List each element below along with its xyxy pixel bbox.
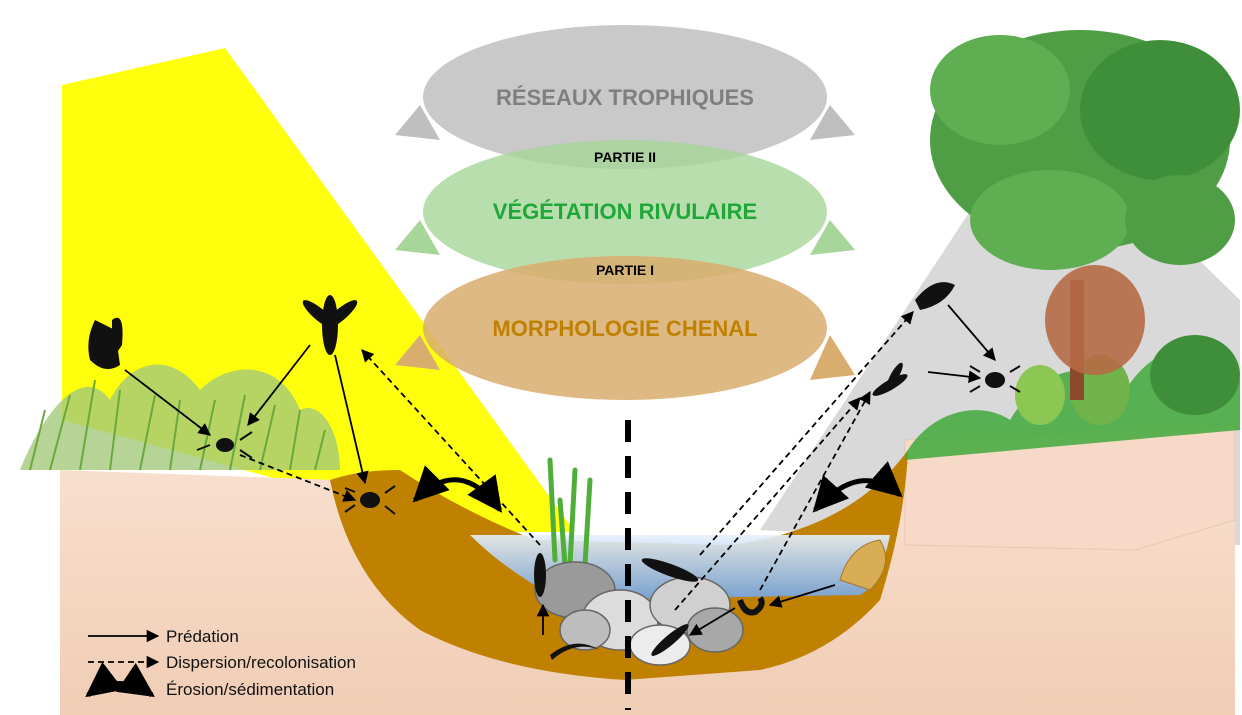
part-label-1: PARTIE I [596,262,654,278]
legend-dispersion: Dispersion/recolonisation [166,653,356,672]
level-label-vegetation: VÉGÉTATION RIVULAIRE [493,199,757,224]
level-label-reseaux: RÉSEAUX TROPHIQUES [496,85,754,110]
legend-predation: Prédation [166,627,239,646]
part-label-2: PARTIE II [594,149,656,165]
butterfly-icon [88,318,122,369]
larva-left-icon [534,553,546,597]
level-label-morphologie: MORPHOLOGIE CHENAL [492,316,757,341]
legend-erosion: Érosion/sédimentation [166,680,334,699]
